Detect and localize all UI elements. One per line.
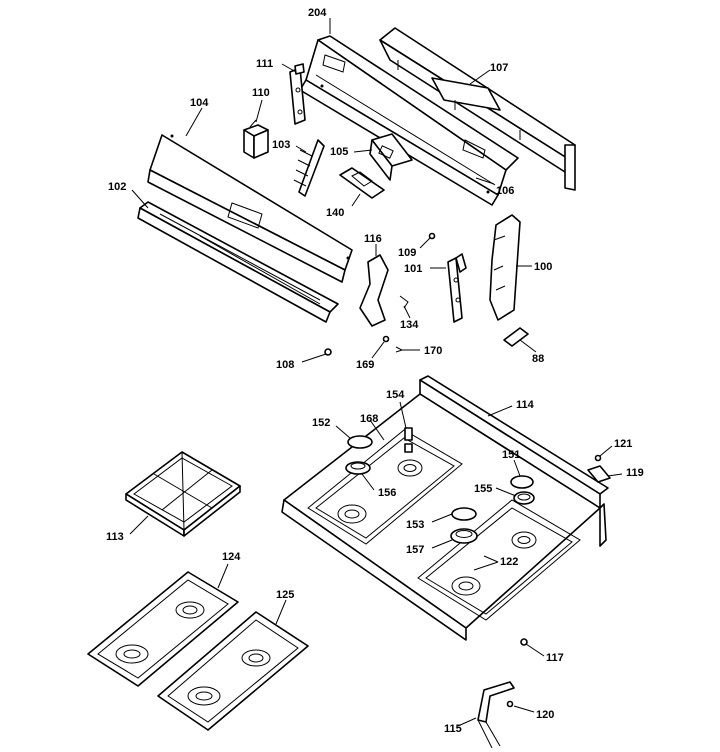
label-113: 113	[106, 531, 124, 543]
label-153: 153	[406, 519, 424, 531]
label-155: 155	[474, 483, 492, 495]
screw-108	[324, 348, 332, 356]
burner-cap-151	[510, 475, 534, 489]
cooktop-114	[281, 375, 609, 641]
label-168: 168	[360, 413, 378, 425]
leader-lines	[129, 18, 623, 727]
label-170: 170	[424, 345, 442, 357]
label-116: 116	[364, 233, 382, 245]
support-rod-115	[477, 681, 515, 749]
label-108: 108	[276, 359, 294, 371]
label-152: 152	[312, 417, 330, 429]
label-117: 117	[546, 652, 564, 664]
label-204: 204	[308, 7, 327, 19]
screw-170	[395, 346, 404, 353]
label-104: 104	[190, 97, 209, 109]
label-88: 88	[532, 353, 544, 365]
end-cap-116	[359, 254, 389, 327]
label-114: 114	[516, 399, 535, 411]
side-bracket-111	[289, 63, 306, 125]
burner-head-157	[450, 528, 478, 544]
label-106: 106	[496, 185, 514, 197]
clip-134	[399, 295, 409, 309]
clock-overlay-140	[339, 167, 385, 199]
insulator-88	[503, 327, 529, 347]
burner-cap-153	[451, 507, 477, 521]
label-115: 115	[444, 723, 462, 735]
spark-module-110	[243, 119, 269, 159]
screw-121	[594, 454, 602, 462]
label-101: 101	[404, 263, 422, 275]
label-157: 157	[406, 544, 424, 556]
label-122: 122	[500, 556, 518, 568]
part-labels: 204 111 107 110 104 103 105 106 102 140 …	[106, 7, 644, 735]
drip-tray-125	[157, 611, 309, 731]
backguard-cover-107	[379, 27, 576, 191]
label-119: 119	[626, 467, 644, 479]
burner-orifice-154	[404, 427, 413, 453]
label-125: 125	[276, 589, 294, 601]
label-103: 103	[272, 139, 290, 151]
label-156: 156	[378, 487, 396, 499]
end-bracket-100	[489, 214, 521, 321]
trim-strip-102	[137, 201, 339, 323]
label-124: 124	[222, 551, 241, 563]
label-107: 107	[490, 62, 508, 74]
label-151: 151	[502, 449, 520, 461]
label-110: 110	[252, 87, 270, 99]
label-121: 121	[614, 438, 632, 450]
bracket-119	[587, 465, 611, 483]
burner-head-156	[345, 461, 371, 475]
label-100: 100	[534, 261, 552, 273]
label-111: 111	[256, 58, 273, 70]
label-140: 140	[326, 207, 344, 219]
label-154: 154	[386, 389, 405, 401]
screw-109	[428, 232, 436, 240]
screw-169	[382, 335, 390, 343]
burner-head-155	[513, 491, 535, 505]
label-134: 134	[400, 319, 419, 331]
drip-tray-124	[87, 571, 239, 687]
label-120: 120	[536, 709, 554, 721]
grate-113	[125, 451, 241, 537]
screw-117	[520, 638, 528, 646]
clock-105	[369, 133, 413, 181]
wire-harness-103	[293, 139, 325, 197]
burner-cap-152	[347, 435, 373, 449]
label-169: 169	[356, 359, 374, 371]
screw-120	[506, 700, 514, 708]
label-102: 102	[108, 181, 126, 193]
label-109: 109	[398, 247, 416, 259]
control-panel-104	[147, 134, 353, 283]
label-105: 105	[330, 146, 348, 158]
side-bracket-101	[447, 253, 467, 323]
manifold-panel-106	[299, 35, 519, 206]
